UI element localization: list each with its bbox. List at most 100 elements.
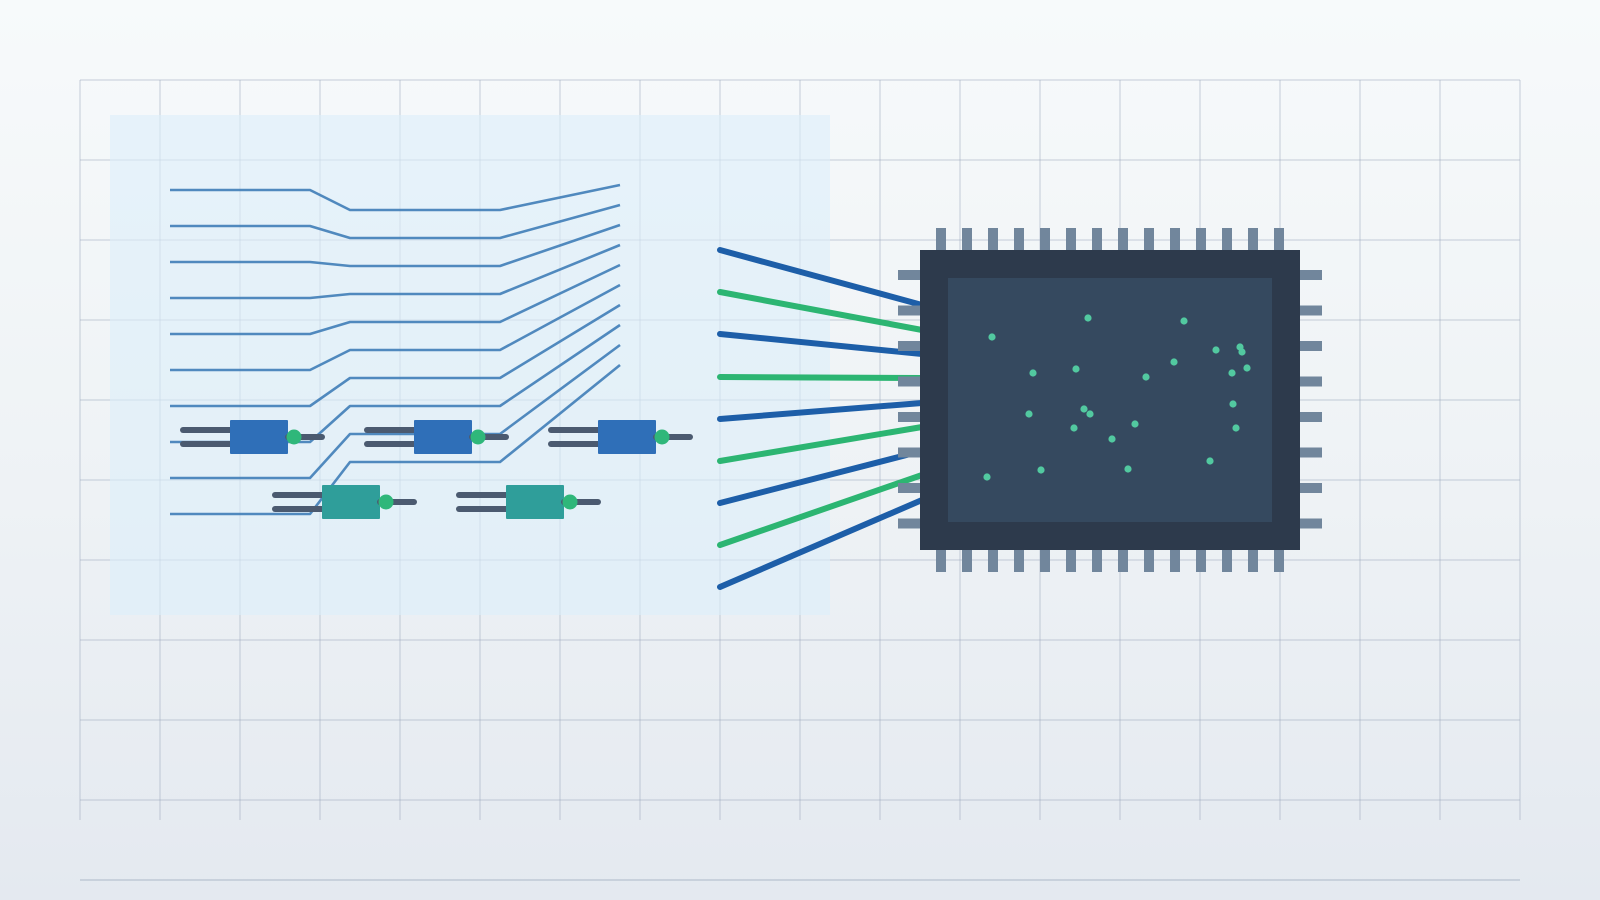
bus-line xyxy=(717,497,925,590)
chip-pin xyxy=(1298,518,1322,529)
chip-pin xyxy=(1274,228,1284,252)
chip-pin xyxy=(1040,548,1050,572)
chip-pin xyxy=(1298,341,1322,351)
bus-line xyxy=(717,424,925,464)
chip-dot xyxy=(1142,373,1150,381)
harness-wire xyxy=(170,223,621,268)
chip-dot xyxy=(988,333,996,341)
chip-dot xyxy=(1212,346,1220,354)
chip-pin xyxy=(1040,228,1050,252)
chip-pin xyxy=(1144,548,1154,572)
harness-wire xyxy=(170,243,621,300)
chip-pin xyxy=(1222,548,1232,572)
chip-pin xyxy=(988,228,998,252)
chip-pin xyxy=(936,548,946,572)
chip-pin xyxy=(1298,305,1322,316)
harness-wire xyxy=(170,303,621,408)
chip-dot xyxy=(1072,365,1080,373)
resistor-body xyxy=(230,420,288,454)
chip-dot xyxy=(1170,358,1178,366)
chip-pin xyxy=(1248,548,1258,572)
chip-dot xyxy=(1131,420,1139,428)
resistor-group xyxy=(180,420,693,519)
board-panel xyxy=(110,115,830,615)
chip-dot xyxy=(1108,435,1116,443)
chip-dot xyxy=(1029,369,1037,377)
chip-pin xyxy=(1118,228,1128,252)
chip-pin xyxy=(1014,228,1024,252)
bus-line xyxy=(717,448,925,506)
resistor-node xyxy=(470,429,486,445)
chip-pin xyxy=(898,447,922,458)
chip-dot xyxy=(1037,466,1045,474)
chip-pin xyxy=(1298,376,1322,387)
chip-dot xyxy=(1229,400,1237,408)
chip-dot xyxy=(1086,410,1094,418)
chip-pin xyxy=(1196,228,1206,252)
chip-pin xyxy=(1298,412,1322,422)
chip-dot xyxy=(1180,317,1188,325)
harness-wire xyxy=(170,203,621,240)
harness-wire xyxy=(170,363,621,516)
chip-pin xyxy=(1298,447,1322,458)
resistor-body xyxy=(598,420,656,454)
chip-pin xyxy=(1170,548,1180,572)
harness-wire xyxy=(170,263,621,336)
chip-pin xyxy=(1092,228,1102,252)
chip-dot xyxy=(1070,424,1078,432)
resistor-icon xyxy=(548,420,693,454)
bus-line xyxy=(717,374,925,381)
chip-dot xyxy=(1084,314,1092,322)
chip-pin xyxy=(1118,548,1128,572)
chip-pin xyxy=(962,548,972,572)
chip-pin xyxy=(898,305,922,316)
chip-pin xyxy=(1144,228,1154,252)
resistor-node xyxy=(378,494,394,510)
chip-pin xyxy=(898,483,922,493)
resistor-node xyxy=(562,494,578,510)
chip-pin xyxy=(1092,548,1102,572)
chip-dot xyxy=(1243,364,1251,372)
bus-line xyxy=(717,331,925,357)
chip-dot xyxy=(1228,369,1236,377)
signal-bus xyxy=(717,247,925,590)
chip-dot xyxy=(1080,405,1088,413)
harness-wire xyxy=(170,343,621,480)
chip-pin xyxy=(1298,483,1322,493)
resistor-body xyxy=(322,485,380,519)
chip-pin xyxy=(898,341,922,351)
chip-pin xyxy=(1274,548,1284,572)
chip-pin xyxy=(898,518,922,529)
bus-line xyxy=(717,289,925,333)
harness-wire xyxy=(170,183,621,212)
chip-dot xyxy=(1206,457,1214,465)
wire-harness xyxy=(170,183,621,516)
chip-pin xyxy=(1066,548,1076,572)
resistor-node xyxy=(286,429,302,445)
bus-line xyxy=(717,400,925,422)
chip-pin xyxy=(1298,270,1322,280)
chip-pin xyxy=(898,412,922,422)
chip-dot xyxy=(1232,424,1240,432)
resistor-icon xyxy=(180,420,325,454)
chip-pin xyxy=(1222,228,1232,252)
chip-pin xyxy=(1170,228,1180,252)
resistor-node xyxy=(654,429,670,445)
chip-dot xyxy=(1025,410,1033,418)
chip-pin xyxy=(936,228,946,252)
chip-dot xyxy=(1238,348,1246,356)
bus-line xyxy=(717,247,925,308)
chip-pin xyxy=(898,270,922,280)
chip-pin xyxy=(1248,228,1258,252)
chip-pin xyxy=(1196,548,1206,572)
resistor-body xyxy=(414,420,472,454)
resistor-body xyxy=(506,485,564,519)
chip-pin xyxy=(988,548,998,572)
chip-dot xyxy=(983,473,991,481)
bus-line xyxy=(717,472,925,548)
resistor-icon xyxy=(272,485,417,519)
chip-pin xyxy=(962,228,972,252)
resistor-icon xyxy=(364,420,509,454)
microchip-icon xyxy=(898,228,1322,572)
